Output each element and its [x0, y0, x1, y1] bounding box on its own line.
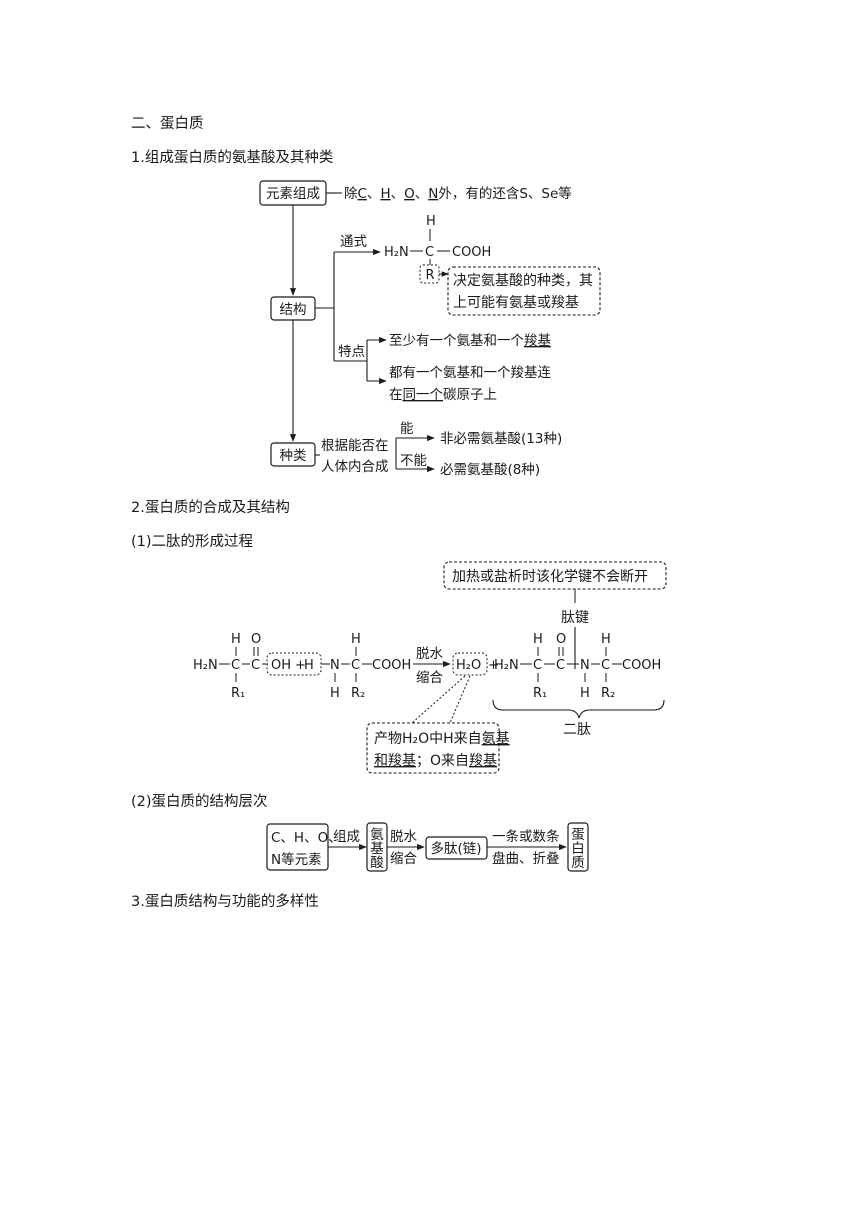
- section-title: 二、蛋白质: [131, 116, 204, 132]
- elements-hier-line1: C、H、O、: [271, 830, 342, 846]
- svg-text:R: R: [425, 268, 434, 283]
- protein-structure-hierarchy: C、H、O、 N等元素 组成 氨 基 酸 脱水 缩合 多肽(链) 一条或数条 盘…: [266, 822, 589, 872]
- bond-note: 加热或盐析时该化学键不会断开: [452, 569, 648, 585]
- svg-text:H₂N: H₂N: [193, 658, 218, 673]
- r-group-note-line2: 上可能有氨基或羧基: [453, 294, 579, 311]
- amino-acid-char-1: 氨: [370, 827, 384, 843]
- part2-heading: 2.蛋白质的合成及其结构: [131, 500, 290, 516]
- svg-text:H₂N: H₂N: [384, 245, 409, 260]
- elements-hier-line2: N等元素: [271, 851, 322, 868]
- r-group-note-box: [447, 266, 601, 316]
- peptide-bond-label: 肽键: [561, 610, 589, 626]
- svg-text:H: H: [601, 632, 611, 647]
- folding-label: 盘曲、折叠: [492, 850, 560, 867]
- feature-2-line1: 都有一个氨基和一个羧基连: [389, 364, 551, 381]
- chain-count-label: 一条或数条: [492, 828, 560, 845]
- part3-heading: 3.蛋白质结构与功能的多样性: [131, 894, 319, 910]
- svg-text:+: +: [488, 658, 499, 673]
- dehydration-label: 脱水: [390, 829, 417, 845]
- svg-text:+: +: [295, 658, 306, 673]
- part2-sub2: (2)蛋白质的结构层次: [131, 794, 268, 810]
- water-note-line2: 和羧基；O来自羧基: [374, 752, 497, 769]
- svg-text:H: H: [330, 686, 340, 701]
- svg-text:脱水: 脱水: [416, 646, 443, 662]
- protein-box: [567, 822, 589, 872]
- amino-acid-char-3: 酸: [370, 855, 384, 871]
- svg-text:H: H: [304, 658, 314, 673]
- structure-box-label: 结构: [280, 302, 307, 318]
- cannot-label: 不能: [400, 453, 427, 469]
- svg-text:N: N: [330, 658, 340, 673]
- svg-text:C: C: [351, 658, 360, 673]
- type-condition-line1: 根据能否在: [321, 438, 389, 454]
- feature-2-line2: 在同一个碳原子上: [389, 387, 497, 403]
- elements-box-label: 元素组成: [266, 186, 320, 202]
- dipeptide-label: 二肽: [563, 722, 591, 738]
- svg-text:R₂: R₂: [351, 686, 365, 701]
- protein-char-3: 质: [571, 855, 585, 871]
- svg-text:H: H: [580, 686, 590, 701]
- type-box-label: 种类: [280, 448, 307, 464]
- svg-text:C: C: [251, 658, 260, 673]
- feature-label: 特点: [338, 344, 365, 360]
- amino-acid-char-2: 基: [370, 840, 384, 857]
- polypeptide-box: [425, 836, 488, 860]
- bond-note-box: [443, 561, 667, 590]
- water-note-line1: 产物H₂O中H来自氨基: [374, 730, 510, 747]
- reaction-equation: H₂N C H R₁ C O OH + H N: [193, 632, 661, 701]
- svg-text:R₂: R₂: [601, 686, 615, 701]
- svg-text:H: H: [351, 632, 361, 647]
- svg-text:H: H: [533, 632, 543, 647]
- svg-text:R₁: R₁: [231, 686, 245, 701]
- dipeptide-brace: [492, 699, 665, 719]
- feature-1: 至少有一个氨基和一个羧基: [389, 332, 552, 349]
- amino-acid-concept-map: 元素组成 除C、H、O、N外，有的还含S、Se等 结构 通式 H H₂N C: [259, 180, 601, 478]
- elements-note: 除C、H、O、N外，有的还含S、Se等: [344, 185, 572, 202]
- svg-text:COOH: COOH: [622, 658, 661, 673]
- svg-text:C: C: [556, 658, 565, 673]
- svg-text:C: C: [231, 658, 240, 673]
- essential-amino-acids: 必需氨基酸(8种): [440, 461, 540, 478]
- general-formula-label: 通式: [340, 234, 367, 250]
- condensation-label: 缩合: [390, 851, 417, 867]
- general-formula: H H₂N C COOH R: [384, 214, 491, 284]
- svg-text:H₂O: H₂O: [456, 658, 481, 673]
- svg-text:O: O: [251, 632, 261, 647]
- svg-text:C: C: [425, 245, 434, 260]
- part2-sub1: (1)二肽的形成过程: [131, 534, 254, 550]
- water-note-box: [366, 722, 500, 774]
- svg-text:OH: OH: [271, 658, 291, 673]
- svg-text:COOH: COOH: [372, 658, 411, 673]
- polypeptide-label: 多肽(链): [430, 840, 481, 857]
- svg-text:H: H: [231, 632, 241, 647]
- svg-text:N: N: [580, 658, 590, 673]
- svg-text:R₁: R₁: [533, 686, 547, 701]
- non-essential-amino-acids: 非必需氨基酸(13种): [440, 430, 562, 447]
- svg-text:C: C: [601, 658, 610, 673]
- svg-text:H: H: [426, 214, 436, 229]
- svg-text:COOH: COOH: [452, 245, 491, 260]
- svg-text:缩合: 缩合: [416, 670, 443, 686]
- svg-text:O: O: [556, 632, 566, 647]
- compose-label: 组成: [333, 829, 360, 845]
- protein-char-2: 白: [571, 841, 585, 857]
- svg-text:C: C: [533, 658, 542, 673]
- protein-char-1: 蛋: [571, 827, 585, 843]
- can-label: 能: [400, 421, 414, 437]
- dipeptide-formation-diagram: 加热或盐析时该化学键不会断开 肽键 H₂N C H R₁ C O: [193, 561, 667, 774]
- r-group-note-line1: 决定氨基酸的种类，其: [453, 272, 593, 289]
- svg-text:H₂N: H₂N: [494, 658, 519, 673]
- type-condition-line2: 人体内合成: [321, 459, 389, 475]
- part1-heading: 1.组成蛋白质的氨基酸及其种类: [131, 150, 334, 166]
